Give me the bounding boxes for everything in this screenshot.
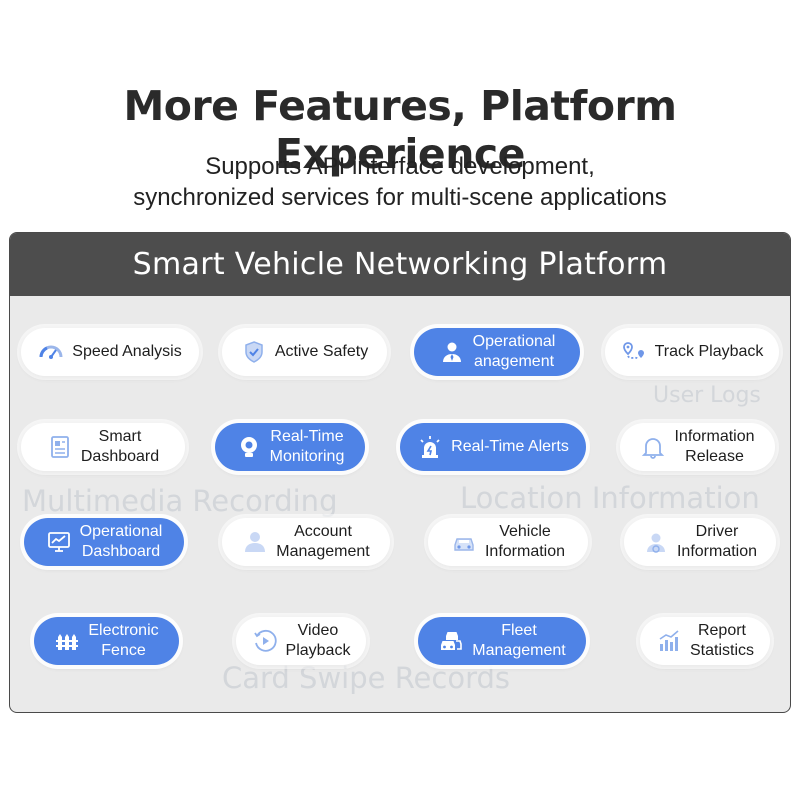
feature-account-management[interactable]: Account Management bbox=[222, 518, 390, 566]
feature-operational-management[interactable]: Operational anagement bbox=[414, 328, 580, 376]
feature-vehicle-information[interactable]: Vehicle Information bbox=[428, 518, 588, 566]
feature-label: Active Safety bbox=[274, 343, 369, 360]
bg-label-location-information: Location Information bbox=[460, 481, 760, 515]
feature-track-playback[interactable]: Track Playback bbox=[605, 328, 779, 376]
driver-icon bbox=[643, 529, 669, 555]
route-pin-icon bbox=[621, 339, 647, 365]
feature-realtime-monitoring[interactable]: Real-Time Monitoring bbox=[215, 423, 365, 471]
feature-electronic-fence[interactable]: Electronic Fence bbox=[34, 617, 179, 665]
manager-icon bbox=[439, 339, 465, 365]
feature-smart-dashboard[interactable]: Smart Dashboard bbox=[21, 423, 185, 471]
feature-label: Operational anagement bbox=[472, 333, 556, 370]
feature-label: Video Playback bbox=[285, 622, 351, 659]
subtitle-line-1: Supports API interface development, bbox=[205, 153, 595, 180]
feature-label: Fleet Management bbox=[472, 622, 566, 659]
bell-icon bbox=[640, 434, 666, 460]
feature-label: Report Statistics bbox=[689, 622, 754, 659]
feature-label: Vehicle Information bbox=[484, 523, 566, 560]
feature-video-playback[interactable]: Video Playback bbox=[236, 617, 366, 665]
feature-label: Information Release bbox=[674, 428, 755, 465]
webcam-icon bbox=[236, 434, 262, 460]
feature-information-release[interactable]: Information Release bbox=[620, 423, 775, 471]
monitor-chart-icon bbox=[46, 529, 72, 555]
feature-fleet-management[interactable]: Fleet Management bbox=[418, 617, 586, 665]
document-icon bbox=[47, 434, 73, 460]
feature-realtime-alerts[interactable]: Real-Time Alerts bbox=[400, 423, 586, 471]
feature-driver-information[interactable]: Driver Information bbox=[624, 518, 776, 566]
feature-speed-analysis[interactable]: Speed Analysis bbox=[21, 328, 199, 376]
fleet-cars-icon bbox=[438, 628, 464, 654]
feature-label: Account Management bbox=[276, 523, 370, 560]
feature-label: Electronic Fence bbox=[88, 622, 159, 659]
speedometer-icon bbox=[38, 339, 64, 365]
bar-chart-icon bbox=[656, 628, 682, 654]
feature-label: Speed Analysis bbox=[72, 343, 182, 360]
platform-panel: Smart Vehicle Networking Platform User L… bbox=[9, 232, 791, 713]
feature-label: Smart Dashboard bbox=[80, 428, 160, 465]
shield-icon bbox=[241, 339, 267, 365]
fence-icon bbox=[54, 628, 80, 654]
feature-active-safety[interactable]: Active Safety bbox=[222, 328, 387, 376]
page-headline: More Features, Platform Experience bbox=[123, 82, 677, 178]
bg-label-card-swipe-records: Card Swipe Records bbox=[222, 661, 511, 695]
play-circle-icon bbox=[252, 628, 278, 654]
bg-label-user-logs: User Logs bbox=[653, 383, 761, 408]
feature-label: Real-Time Alerts bbox=[451, 438, 569, 455]
feature-operational-dashboard[interactable]: Operational Dashboard bbox=[24, 518, 184, 566]
alarm-light-icon bbox=[417, 434, 443, 460]
bg-label-multimedia-recording: Multimedia Recording bbox=[22, 484, 338, 518]
user-icon bbox=[242, 529, 268, 555]
feature-label: Driver Information bbox=[676, 523, 758, 560]
feature-label: Operational Dashboard bbox=[79, 523, 163, 560]
feature-label: Track Playback bbox=[654, 343, 764, 360]
feature-report-statistics[interactable]: Report Statistics bbox=[640, 617, 770, 665]
subtitle-line-2: synchronized services for multi-scene ap… bbox=[133, 184, 667, 211]
car-icon bbox=[451, 529, 477, 555]
panel-title: Smart Vehicle Networking Platform bbox=[10, 233, 790, 296]
feature-label: Real-Time Monitoring bbox=[269, 428, 345, 465]
